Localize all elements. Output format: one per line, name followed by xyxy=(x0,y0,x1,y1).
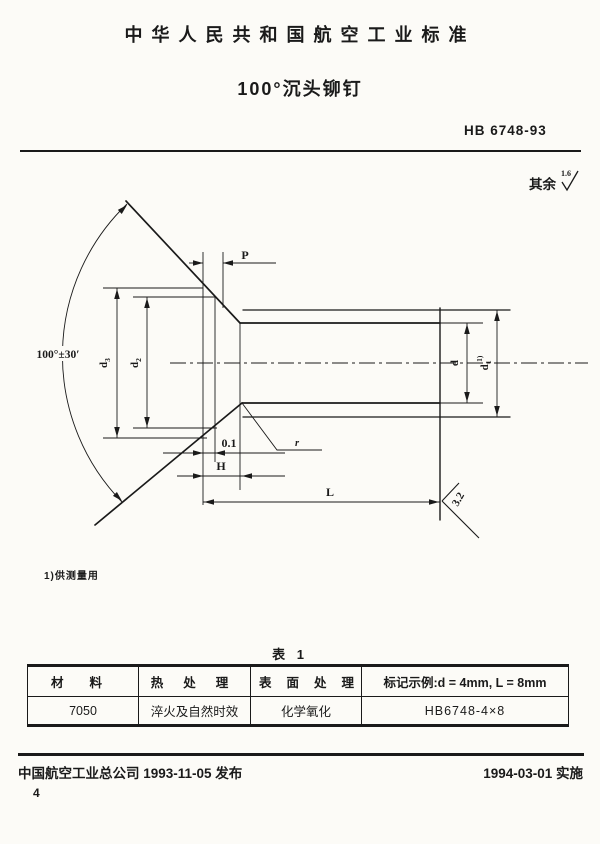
dim-label-gap: 0.1 xyxy=(222,436,237,450)
table-row: 7050 淬火及自然时效 化学氧化 HB6748-4×8 xyxy=(27,696,569,726)
dim-label-d3: d3 xyxy=(98,358,112,368)
dim-label-r: r xyxy=(295,438,300,449)
dim-label-d1: d11) xyxy=(475,355,493,370)
rivet-outline xyxy=(94,200,511,526)
table-header-surface-treatment: 表面处理 xyxy=(250,665,362,697)
header-divider xyxy=(20,150,581,152)
table-cell-surface-treatment: 化学氧化 xyxy=(250,696,362,726)
dim-label-l: L xyxy=(326,485,334,499)
spec-table: 材料 热处理 表面处理 标记示例:d = 4mm, L = 8mm 7050 淬… xyxy=(27,664,569,727)
surface-roughness-note: 其余 1.6 xyxy=(529,169,579,192)
surface-note-value: 1.6 xyxy=(561,169,571,178)
roughness-check-icon xyxy=(561,170,579,192)
table-cell-heat-treatment: 淬火及自然时效 xyxy=(138,696,251,726)
footer-effective-date: 1994-03-01 实施 xyxy=(483,766,583,781)
footnote: 1)供测量用 xyxy=(44,571,99,582)
dim-label-d: d xyxy=(449,360,461,366)
table-header-material: 材料 xyxy=(27,665,139,697)
table-cell-marking-example: HB6748-4×8 xyxy=(361,696,569,726)
shank-roughness-label: 3.2 xyxy=(450,490,468,508)
footer-publisher: 中国航空工业总公司 1993-11-05 发布 xyxy=(18,766,243,781)
table-caption: 表 1 xyxy=(272,647,308,662)
surface-note-text: 其余 xyxy=(529,176,557,192)
dimension-lines xyxy=(62,203,498,539)
dim-label-p: P xyxy=(241,248,248,262)
dim-label-d2: d2 xyxy=(129,358,143,368)
table-header-heat-treatment: 热处理 xyxy=(138,665,251,697)
table-header-row: 材料 热处理 表面处理 标记示例:d = 4mm, L = 8mm xyxy=(27,665,569,697)
page-number: 4 xyxy=(33,786,40,800)
table-header-marking-example: 标记示例:d = 4mm, L = 8mm xyxy=(361,665,569,697)
document-title: 中华人民共和国航空工业标准 xyxy=(124,25,476,45)
angle-label-backing xyxy=(24,346,92,361)
footer-divider xyxy=(18,753,584,756)
angle-dimension-label: 100°±30′ xyxy=(37,349,80,361)
dim-label-h: H xyxy=(216,459,226,473)
document-subtitle: 100°沉头铆钉 xyxy=(237,79,363,99)
table-cell-material: 7050 xyxy=(27,696,139,726)
standard-number: HB 6748-93 xyxy=(464,123,547,138)
